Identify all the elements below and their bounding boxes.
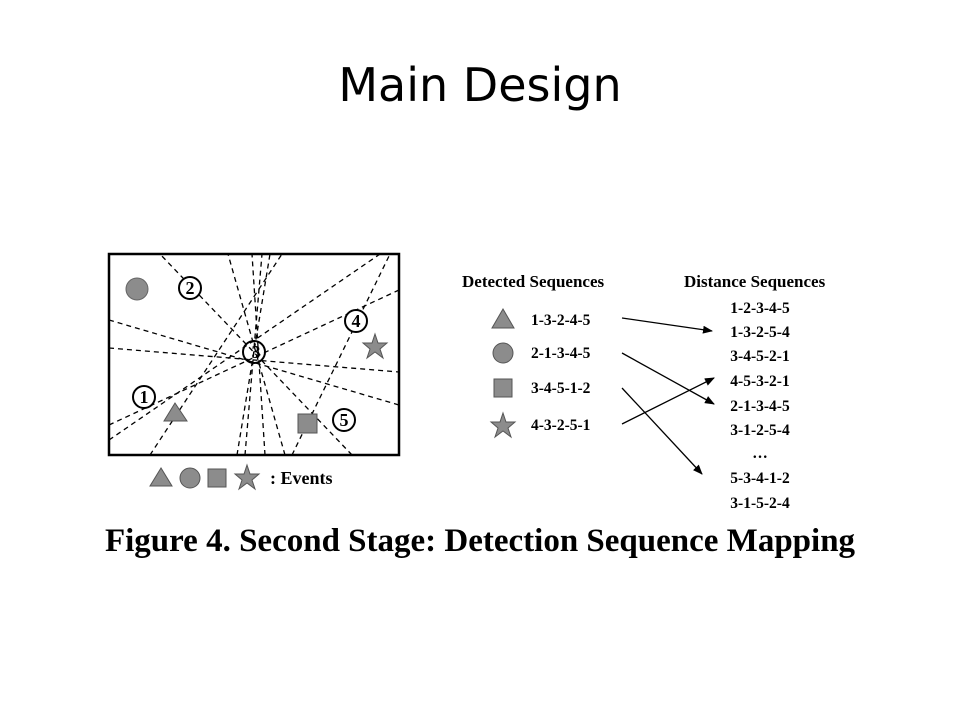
circle-event-icon bbox=[125, 277, 149, 301]
legend-star-icon bbox=[233, 463, 261, 491]
node-3-label: 3 bbox=[252, 342, 261, 362]
node-1: 1 bbox=[132, 385, 156, 409]
detected-seq-2: 2-1-3-4-5 bbox=[531, 345, 591, 362]
arrow-2 bbox=[621, 352, 715, 405]
distance-seq-3: 3-4-5-2-1 bbox=[730, 348, 789, 365]
events-label: : Events bbox=[270, 468, 333, 488]
node-5: 5 bbox=[332, 408, 356, 432]
star-event-icon bbox=[361, 332, 389, 360]
triangle-event-icon bbox=[163, 402, 188, 422]
node-1-label: 1 bbox=[140, 387, 149, 407]
detected-seq-4: 4-3-2-5-1 bbox=[531, 417, 590, 434]
detected-header: Detected Sequences bbox=[462, 272, 604, 291]
detected-seq-1: 1-3-2-4-5 bbox=[531, 312, 591, 329]
detected-square-icon bbox=[493, 378, 513, 398]
node-4-label: 4 bbox=[352, 311, 361, 331]
distance-seq-6: 3-1-2-5-4 bbox=[730, 422, 790, 439]
detected-star-icon bbox=[489, 411, 517, 439]
distance-seq-8: 3-1-5-2-4 bbox=[730, 495, 790, 512]
mapping-arrows bbox=[621, 317, 715, 475]
slide-title: Main Design bbox=[338, 58, 622, 112]
legend-square-icon bbox=[207, 468, 227, 488]
square-event-icon bbox=[297, 413, 318, 434]
detected-seq-3: 3-4-5-1-2 bbox=[531, 380, 591, 397]
detected-circle-icon bbox=[492, 342, 514, 364]
legend-circle-icon bbox=[179, 467, 201, 489]
distance-header: Distance Sequences bbox=[684, 272, 826, 291]
detected-triangle-icon bbox=[491, 308, 515, 329]
arrow-3 bbox=[621, 387, 703, 475]
node-2-label: 2 bbox=[186, 278, 195, 298]
sensor-field bbox=[107, 252, 401, 457]
distance-seq-7: 5-3-4-1-2 bbox=[730, 470, 790, 487]
distance-seq-4: 4-5-3-2-1 bbox=[730, 373, 789, 390]
distance-seq-ellipsis: … bbox=[752, 445, 768, 462]
distance-seq-5: 2-1-3-4-5 bbox=[730, 398, 790, 415]
node-4: 4 bbox=[344, 309, 368, 333]
distance-seq-2: 1-3-2-5-4 bbox=[730, 324, 790, 341]
figure-caption: Figure 4. Second Stage: Detection Sequen… bbox=[105, 523, 856, 559]
legend-triangle-icon bbox=[149, 467, 173, 487]
node-5-label: 5 bbox=[340, 410, 349, 430]
distance-seq-1: 1-2-3-4-5 bbox=[730, 300, 790, 317]
node-3: 3 bbox=[242, 340, 266, 364]
arrow-1 bbox=[621, 317, 713, 334]
arrow-4 bbox=[621, 377, 715, 425]
node-2: 2 bbox=[178, 276, 202, 300]
events-legend: : Events bbox=[149, 463, 333, 491]
